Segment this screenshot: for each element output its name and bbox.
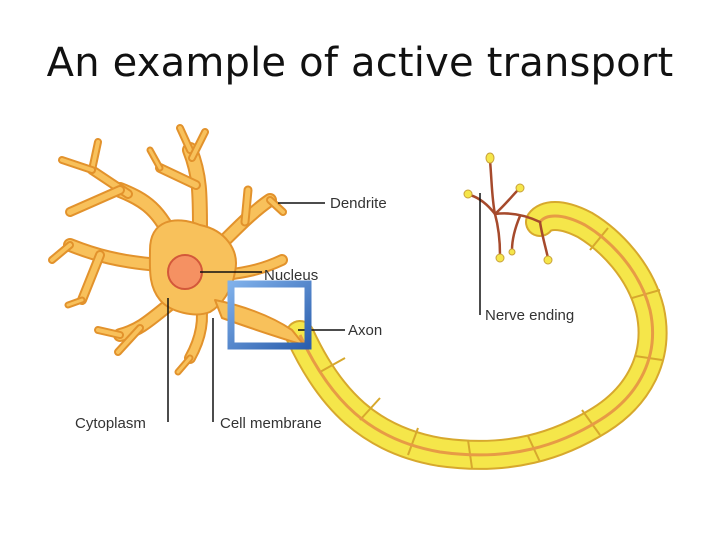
label-dendrite: Dendrite <box>330 195 387 212</box>
label-nerve-ending: Nerve ending <box>485 307 574 324</box>
label-axon: Axon <box>348 322 382 339</box>
myelin-sheath <box>285 201 668 470</box>
label-cytoplasm: Cytoplasm <box>75 415 146 432</box>
nerve-ending-terminals <box>463 152 553 265</box>
label-nucleus: Nucleus <box>264 267 318 284</box>
slide-title: An example of active transport <box>46 40 674 86</box>
label-cell-membrane: Cell membrane <box>220 415 322 432</box>
nerve-ending-branches <box>468 158 550 260</box>
highlight-box <box>227 280 312 350</box>
cell-body <box>48 124 305 376</box>
nucleus <box>167 254 203 290</box>
